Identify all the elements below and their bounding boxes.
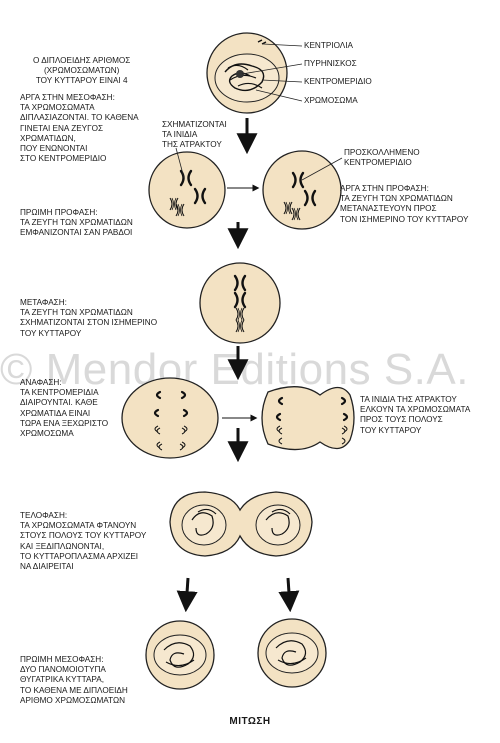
cell-late-anaphase xyxy=(261,386,355,451)
cell-late-prophase xyxy=(262,150,343,230)
label-centrioles: ΚΕΝΤΡΙΟΛΙΑ xyxy=(304,41,353,50)
caption-anaphase: ΑΝΑΦΑΣΗ: ΤΑ ΚΕΝΤΡΟΜΕΡΙΔΙΑ ΔΙΑΙΡΟΥΝΤΑΙ. Κ… xyxy=(20,378,109,439)
caption-diploid: Ο ΔΙΠΛΟΕΙΔΗΣ ΑΡΙΘΜΟΣ (ΧΡΩΜΟΣΩΜΑΤΩΝ) ΤΟΥ … xyxy=(33,56,131,86)
cell-anaphase xyxy=(121,377,219,459)
cell-metaphase xyxy=(199,262,281,344)
caption-late-interphase: ΑΡΓΑ ΣΤΗΝ ΜΕΣΟΦΑΣΗ: ΤΑ ΧΡΩΜΟΣΩΜΑΤΑ ΔΙΠΛΑ… xyxy=(20,93,139,164)
figure-title: ΜΙΤΩΣΗ xyxy=(229,716,271,727)
cell-daughter-right xyxy=(257,618,327,688)
label-attached-centromere: ΠΡΟΣΚΟΛΛΗΜΕΝΟ ΚΕΝΤΡΟΜΕΡΙΔΙΟ xyxy=(344,148,420,167)
cell-daughter-left xyxy=(145,620,215,690)
caption-spindle-pull: ΤΑ ΙΝΙΔΙΑ ΤΗΣ ΑΤΡΑΚΤΟΥ ΕΛΚΟΥΝ ΤΑ ΧΡΩΜΟΣΩ… xyxy=(360,395,471,435)
arrow-down-left xyxy=(176,577,198,613)
cell-telophase xyxy=(169,491,313,557)
cell-early-prophase xyxy=(148,147,226,229)
caption-metaphase: ΜΕΤΑΦΑΣΗ: ΤΑ ΖΕΥΓΗ ΤΩΝ ΧΡΩΜΑΤΙΔΩΝ ΣΧΗΜΑΤ… xyxy=(20,298,158,338)
label-spindle: ΣΧΗΜΑΤΙΖΟΝΤΑΙ ΤΑ ΙΝΙΔΙΑ ΤΗΣ ΑΤΡΑΚΤΟΥ xyxy=(162,120,227,149)
label-chromosome: ΧΡΩΜΟΣΩΜΑ xyxy=(304,96,358,105)
label-centromere: ΚΕΝΤΡΟΜΕΡΙΔΙΟ xyxy=(304,77,372,86)
caption-early-prophase: ΠΡΩΙΜΗ ΠΡΟΦΑΣΗ: ΤΑ ΖΕΥΓΗ ΤΩΝ ΧΡΩΜΑΤΙΔΩΝ … xyxy=(20,208,133,238)
arrow-down-right xyxy=(278,577,300,613)
caption-telophase: ΤΕΛΟΦΑΣΗ: ΤΑ ΧΡΩΜΟΣΩΜΑΤΑ ΦΤΑΝΟΥΝ ΣΤΟΥΣ Π… xyxy=(20,511,147,572)
caption-late-prophase: ΑΡΓΑ ΣΤΗΝ ΠΡΟΦΑΣΗ: ΤΑ ΖΕΥΓΗ ΤΩΝ ΧΡΩΜΑΤΙΔ… xyxy=(340,184,469,224)
label-nucleolus: ΠΥΡΗΝΙΣΚΟΣ xyxy=(304,59,357,68)
caption-early-interphase: ΠΡΩΙΜΗ ΜΕΣΟΦΑΣΗ: ΔΥΟ ΠΑΝΟΜΟΙΟΤΥΠΑ ΘΥΓΑΤΡ… xyxy=(20,655,128,705)
label-leaders xyxy=(241,43,303,102)
